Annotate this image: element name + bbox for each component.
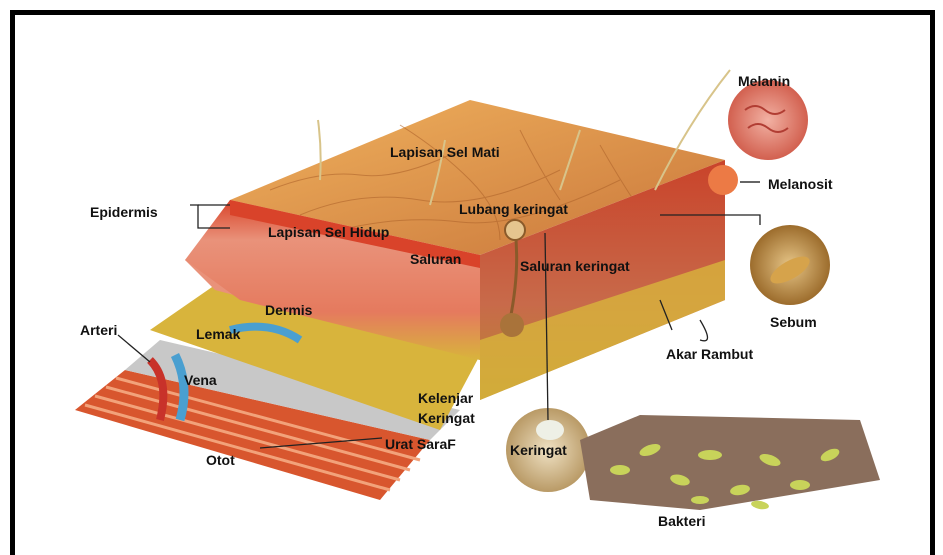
melanosit-inset [708,165,760,195]
label-vena: Vena [184,372,217,388]
label-lemak: Lemak [196,326,240,342]
label-bakteri: Bakteri [658,513,705,529]
label-melanin: Melanin [738,73,790,89]
label-keringat-gland: Keringat [418,410,475,426]
label-saluran-keringat: Saluran keringat [520,258,630,274]
label-otot: Otot [206,452,235,468]
label-urat-saraf: Urat SaraF [385,436,456,452]
label-kelenjar: Kelenjar [418,390,473,406]
label-arteri: Arteri [80,322,117,338]
label-sebum: Sebum [770,314,817,330]
label-lapisan-sel-hidup: Lapisan Sel Hidup [268,224,389,240]
label-epidermis: Epidermis [90,204,158,220]
label-akar-rambut: Akar Rambut [666,346,753,362]
label-saluran: Saluran [410,251,461,267]
label-keringat: Keringat [510,442,567,458]
sebum-inset [750,225,830,305]
label-dermis: Dermis [265,302,312,318]
label-lubang-keringat: Lubang keringat [459,201,568,217]
melanin-inset [728,80,808,160]
bacteria-patch [580,415,880,511]
label-lapisan-sel-mati: Lapisan Sel Mati [390,144,500,160]
label-melanosit: Melanosit [768,176,833,192]
